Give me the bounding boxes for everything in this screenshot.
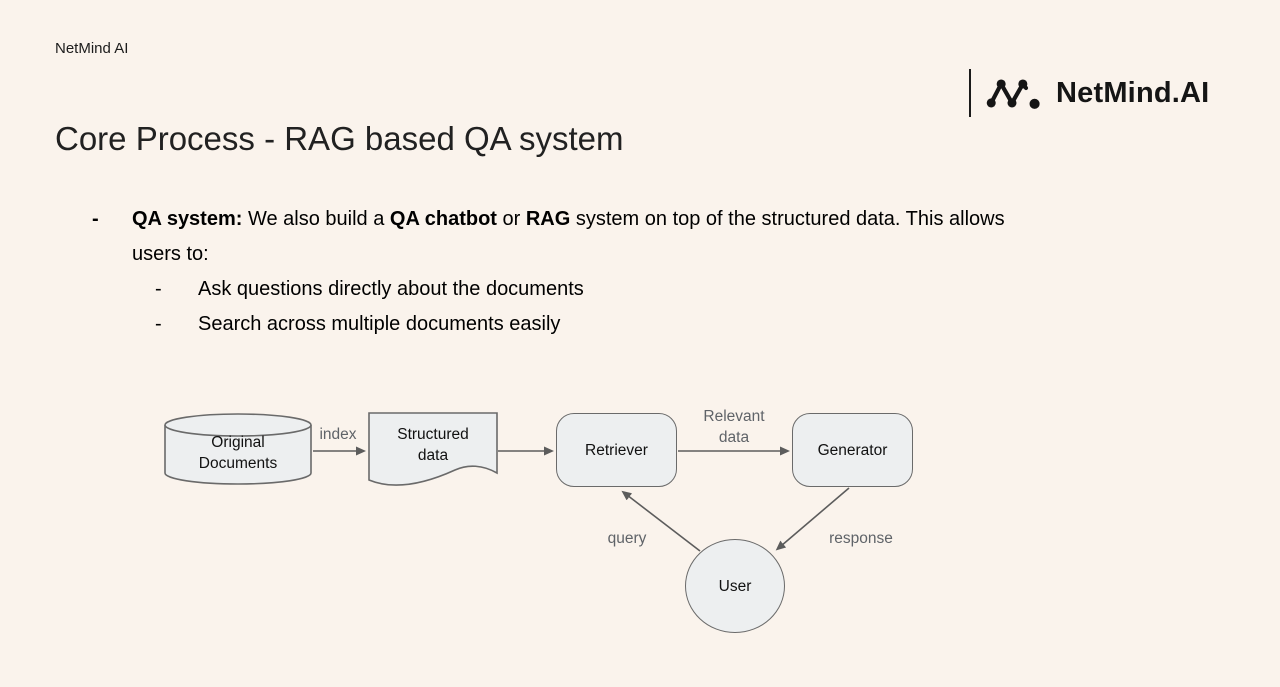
watermark-text: NetMind AI (55, 40, 129, 57)
sub-bullet-dash: - (155, 278, 162, 300)
edge-response-arrow (775, 487, 850, 551)
query-edge-label: query (607, 530, 647, 547)
bold-qa-system: QA system: (132, 208, 243, 230)
label-line: Documents (198, 455, 278, 472)
generator-node: Generator (792, 413, 913, 487)
slide-title: Core Process - RAG based QA system (55, 120, 624, 157)
bold-rag: RAG (525, 208, 571, 230)
edge-query-arrow (621, 490, 701, 552)
logo-divider-bar (969, 69, 971, 117)
label-line: data (417, 447, 449, 464)
sub-bullet-1: Ask questions directly about the documen… (198, 278, 584, 300)
response-edge-label: response (829, 530, 893, 547)
text-run: system on top of the structured data. Th… (570, 208, 1005, 230)
label-line: Structured (397, 426, 469, 443)
main-bullet-line2: users to: (132, 243, 209, 265)
bold-qa-chatbot: QA chatbot (389, 208, 497, 230)
original-documents-label: Original Documents (163, 432, 313, 474)
label-line: data (718, 429, 750, 446)
user-node: User (685, 539, 785, 633)
netmind-logo: NetMind.AI (969, 69, 1209, 117)
relevant-data-edge-label: Relevant data (694, 406, 774, 448)
structured-data-label: Structured data (368, 424, 498, 466)
netmind-nodes-icon (986, 79, 1040, 109)
original-documents-cylinder (164, 413, 312, 485)
sub-bullet-dash: - (155, 313, 162, 335)
sub-bullet-2: Search across multiple documents easily (198, 313, 561, 335)
user-label: User (718, 577, 752, 595)
index-edge-label: index (319, 426, 357, 443)
structured-data-document-shape (368, 412, 498, 486)
main-bullet-line1: QA system: We also build a QA chatbot or… (132, 202, 1005, 237)
logo-text: NetMind.AI (1056, 76, 1210, 109)
generator-label: Generator (817, 441, 888, 459)
text-run: or (496, 208, 526, 230)
retriever-label: Retriever (585, 441, 648, 459)
text-run: We also build a (242, 208, 390, 230)
retriever-node: Retriever (556, 413, 677, 487)
label-line: Relevant (703, 408, 765, 425)
main-bullet-dash: - (92, 208, 99, 230)
label-line: Original (211, 434, 265, 451)
